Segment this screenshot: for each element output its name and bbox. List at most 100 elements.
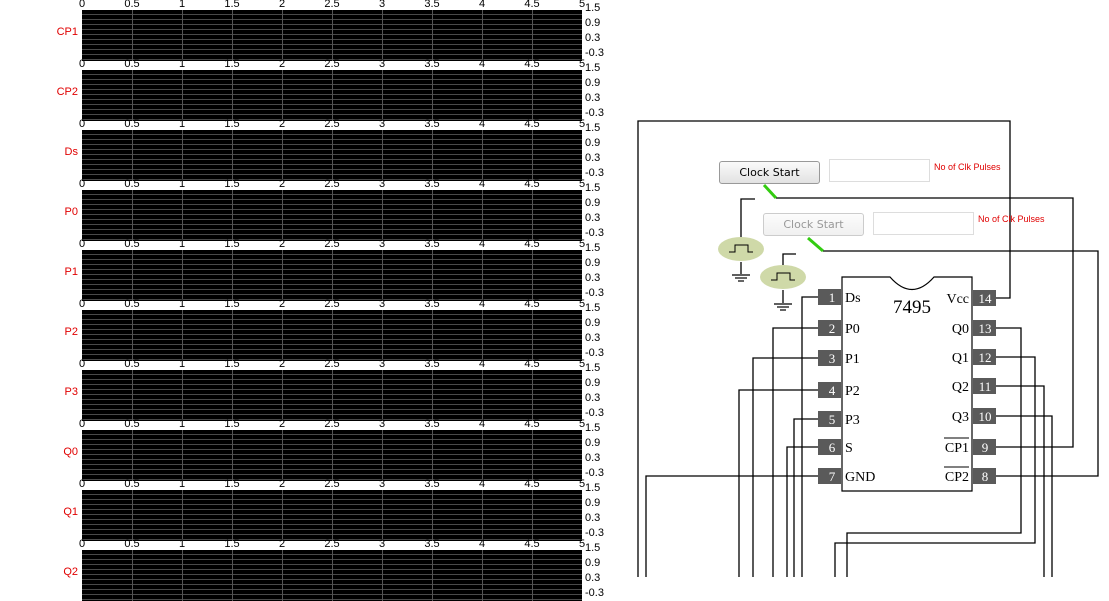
x-tick-label: 0.5: [124, 358, 140, 370]
x-tick-label: 0: [78, 58, 86, 70]
pin-12[interactable]: [973, 349, 996, 365]
clock2-start-button[interactable]: Clock Start: [763, 213, 864, 236]
y-tick-label: 0.3: [585, 92, 601, 104]
pin-10[interactable]: [973, 408, 996, 424]
clock-source-2-icon[interactable]: [760, 265, 806, 289]
x-tick-label: 3.5: [424, 58, 440, 70]
pin-number: 12: [979, 350, 992, 365]
grid-line-v: [332, 490, 333, 541]
grid-line-v: [532, 250, 533, 301]
grid-line-v: [532, 430, 533, 481]
x-tick-label: 4: [478, 118, 486, 130]
grid-line-v: [332, 250, 333, 301]
pin-9[interactable]: [973, 439, 996, 455]
grid-line-v: [332, 70, 333, 121]
grid-line-v: [432, 310, 433, 361]
clock1-start-button[interactable]: Clock Start: [719, 161, 820, 184]
x-tick-label: 2.5: [324, 538, 340, 550]
x-tick-label: 1: [178, 538, 186, 550]
clock2-pulses-input[interactable]: [873, 212, 974, 235]
pin-6[interactable]: [818, 439, 841, 455]
grid-line-v: [432, 130, 433, 181]
channel-label: P0: [64, 206, 78, 218]
x-tick-label: 4: [478, 238, 486, 250]
grid-line-v: [232, 190, 233, 241]
grid-line-v: [332, 130, 333, 181]
pin-5[interactable]: [818, 411, 841, 427]
y-tick-label: 0.9: [585, 317, 601, 329]
y-tick-label: 0.9: [585, 377, 601, 389]
clock1-pulses-input[interactable]: [829, 159, 930, 182]
x-tick-label: 0.5: [124, 58, 140, 70]
pin-label: Q3: [952, 410, 969, 425]
y-tick-label: 0.9: [585, 257, 601, 269]
pin-label: P2: [845, 384, 860, 399]
pin-3[interactable]: [818, 350, 841, 366]
pin-13[interactable]: [973, 320, 996, 336]
x-tick-label: 3: [378, 238, 386, 250]
channel-label: P1: [64, 266, 78, 278]
x-tick-label: 5: [578, 418, 586, 430]
y-tick-label: 0.9: [585, 497, 601, 509]
waveform-plot-area: [82, 10, 582, 61]
pin-4[interactable]: [818, 382, 841, 398]
y-tick-label: 0.9: [585, 17, 601, 29]
x-tick-label: 5: [578, 58, 586, 70]
x-tick-label: 1.5: [224, 538, 240, 550]
x-tick-label: 2: [278, 178, 286, 190]
grid-line-v: [432, 490, 433, 541]
wires: [637, 120, 1099, 577]
channel-label: Q1: [63, 506, 78, 518]
pin-1[interactable]: [818, 289, 841, 305]
x-tick-label: 4.5: [524, 0, 540, 10]
pin-number: 13: [979, 321, 992, 336]
x-tick-label: 4.5: [524, 58, 540, 70]
clock1-switch[interactable]: [762, 183, 778, 200]
grid-line-v: [232, 310, 233, 361]
pin-14[interactable]: [973, 290, 996, 306]
grid-line-v: [382, 430, 383, 481]
y-tick-label: 0.9: [585, 77, 601, 89]
x-tick-label: 0.5: [124, 238, 140, 250]
y-tick-label: -0.3: [585, 287, 604, 299]
x-tick-label: 2.5: [324, 418, 340, 430]
waveform-plot-area: [82, 130, 582, 181]
grid-line-v: [532, 70, 533, 121]
pin-label: Vcc: [946, 292, 969, 307]
x-tick-label: 4: [478, 478, 486, 490]
x-tick-label: 3.5: [424, 478, 440, 490]
y-tick-label: 1.5: [585, 542, 601, 554]
pin-8[interactable]: [973, 468, 996, 484]
pin-11[interactable]: [973, 378, 996, 394]
pin-number: 7: [829, 469, 836, 484]
x-tick-label: 3.5: [424, 358, 440, 370]
grid-line-v: [232, 70, 233, 121]
y-tick-label: 1.5: [585, 422, 601, 434]
grid-line-v: [182, 10, 183, 61]
grid-line-v: [382, 190, 383, 241]
y-tick-label: 0.3: [585, 152, 601, 164]
pin-number: 6: [829, 440, 836, 455]
clock-source-1-icon[interactable]: [718, 237, 764, 261]
pin-label: P0: [845, 322, 860, 337]
x-tick-label: 4: [478, 358, 486, 370]
x-tick-label: 4: [478, 58, 486, 70]
grid-line-v: [182, 310, 183, 361]
y-tick-label: 0.9: [585, 137, 601, 149]
pin-number: 14: [979, 291, 993, 306]
grid-line-v: [432, 430, 433, 481]
clock2-switch[interactable]: [807, 236, 824, 253]
x-tick-label: 5: [578, 178, 586, 190]
grid-line-v: [282, 370, 283, 421]
pin-number: 4: [829, 383, 836, 398]
grid-line-v: [482, 430, 483, 481]
x-tick-label: 3: [378, 118, 386, 130]
pin-7[interactable]: [818, 468, 841, 484]
pin-2[interactable]: [818, 320, 841, 336]
ic-7495: 7495: [841, 276, 973, 492]
grid-line-v: [182, 130, 183, 181]
x-tick-label: 3: [378, 478, 386, 490]
x-tick-label: 4.5: [524, 238, 540, 250]
x-tick-label: 2.5: [324, 298, 340, 310]
